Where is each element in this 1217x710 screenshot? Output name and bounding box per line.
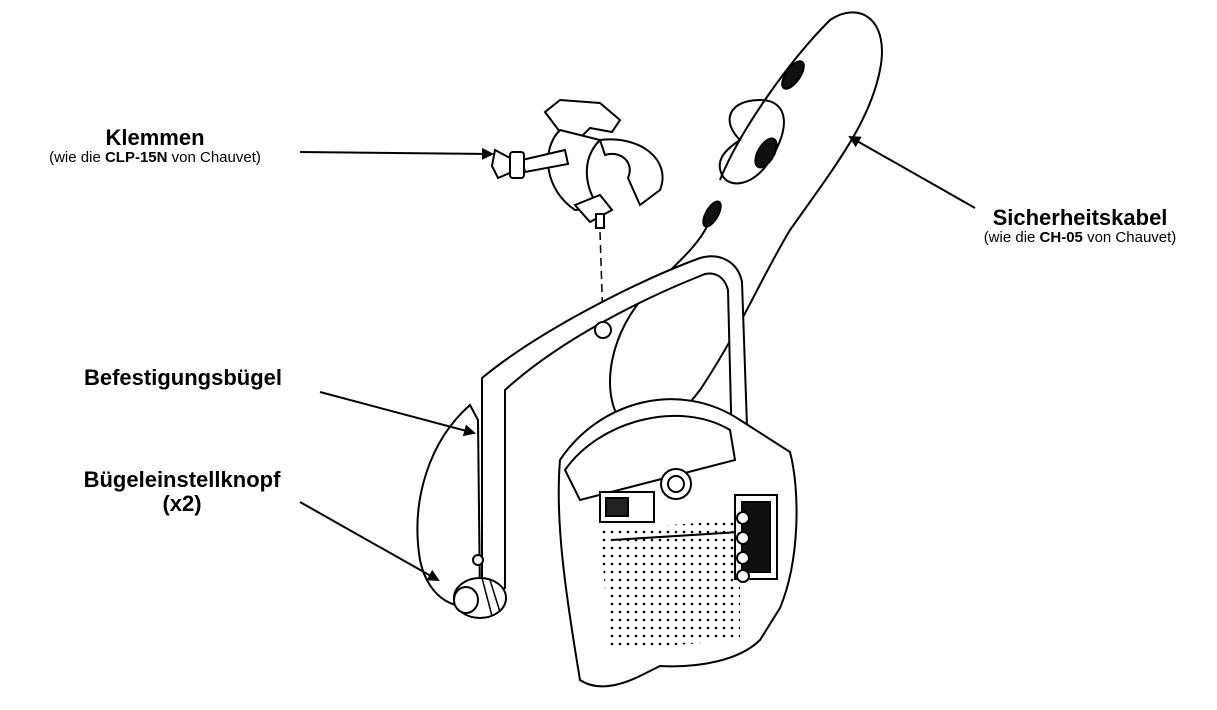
bracket-callout-arrow — [319, 391, 476, 437]
safety-cable-label: Sicherheitskabel (wie die CH-05 von Chau… — [940, 205, 1217, 247]
safety-cable-drawing — [609, 11, 883, 431]
bracket-knob-drawing — [453, 577, 507, 619]
safety-sub-model: CH-05 — [1039, 229, 1083, 247]
safety-cable-callout-arrow — [848, 136, 976, 209]
safety-cable-label-title: Sicherheitskabel — [992, 205, 1168, 230]
safety-sub-prefix: (wie die — [983, 229, 1040, 247]
callout-arrows — [299, 136, 976, 581]
bracket-drawing — [416, 255, 750, 607]
clamp-label: Klemmen (wie die CLP-15N von Chauvet) — [0, 125, 310, 167]
bracket-knob-callout-arrow — [299, 501, 440, 581]
bracket-knob-label-title: Bügeleinstellknopf — [83, 467, 281, 492]
clamp-sub-suffix: von Chauvet) — [167, 149, 261, 167]
clamp-sub-prefix: (wie die — [49, 149, 105, 167]
clamp-label-title: Klemmen — [105, 125, 205, 150]
bracket-label: Befestigungsbügel — [58, 365, 308, 390]
clamp-drawing — [490, 98, 664, 229]
bracket-label-title: Befestigungsbügel — [83, 365, 282, 390]
bracket-knob-label-count: (x2) — [162, 491, 202, 517]
safety-sub-suffix: von Chauvet) — [1082, 229, 1177, 247]
bracket-knob-label: Bügeleinstellknopf (x2) — [52, 467, 312, 517]
clamp-sub-model: CLP-15N — [104, 149, 168, 167]
safety-cable-label-subtitle: (wie die CH-05 von Chauvet) — [940, 229, 1217, 247]
fixture-body-drawing — [557, 398, 798, 688]
clamp-callout-arrow — [299, 147, 494, 160]
clamp-label-subtitle: (wie die CLP-15N von Chauvet) — [0, 149, 310, 167]
clamp-mount-line — [599, 231, 604, 323]
